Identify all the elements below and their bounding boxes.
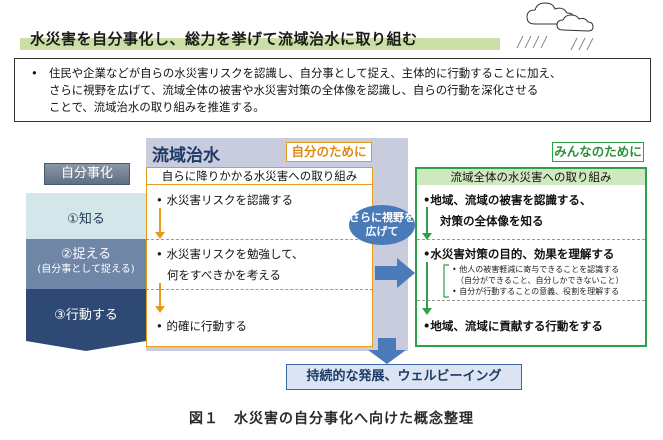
stage-shiru: ①知る — [26, 193, 146, 239]
green-arrowhead-icon — [422, 308, 432, 315]
right-item-shiru-1: •地域、流域の被害を認識する、 — [423, 193, 592, 207]
intro-line-2: さらに視野を広げて、流域全体の被害や水災害対策の全体像を認識し、自らの行動を深化… — [49, 83, 539, 97]
intro-box: • 住民や企業などが自らの水災害リスクを認識し、自分事として捉え、主体的に行動す… — [14, 58, 651, 122]
green-bracket-icon — [443, 264, 449, 298]
orange-arrowhead-icon — [155, 232, 165, 239]
left-divider-2 — [146, 289, 373, 290]
orange-arrow-line-2 — [159, 283, 161, 309]
orange-arrowhead-icon — [155, 306, 165, 313]
intro-line-1: 住民や企業などが自らの水災害リスクを認識し、自分事として捉え、主体的に行動するこ… — [49, 66, 562, 80]
left-divider-1 — [146, 239, 373, 240]
rain-cloud-icon — [516, 2, 594, 51]
green-arrow-line-1 — [426, 207, 428, 237]
left-item-toraeru-2: 何をすべきかを考える — [167, 268, 281, 282]
right-divider-2 — [417, 300, 645, 301]
minna-no-tame-badge: みんなのために — [552, 142, 644, 162]
green-arrowhead-icon — [422, 233, 432, 240]
stage-toraeru-sublabel: (自分事として捉える) — [37, 264, 135, 275]
right-subitem-3: • 自分が行動することの意義、役割を理解する — [452, 287, 620, 296]
title-highlight-band — [20, 28, 500, 50]
right-item-toraeru: •水災害対策の目的、効果を理解する — [423, 247, 615, 261]
figure-caption: 図１ 水災害の自分事化へ向けた概念整理 — [189, 411, 474, 427]
left-orange-box — [146, 167, 373, 347]
down-arrow-icon — [368, 338, 406, 364]
stage-koudou-label: ③行動する — [54, 308, 118, 323]
left-item-toraeru-1: • 水災害リスクを勉強して、 — [156, 247, 304, 261]
sarani-line-2: 広げて — [365, 225, 399, 238]
intro-line-3: ことで、流域治水の取り組みを推進する。 — [49, 100, 265, 114]
right-item-koudou: •地域、流域に貢献する行動をする — [423, 319, 603, 333]
orange-arrow-line-1 — [159, 208, 161, 236]
right-subitem-2: （自分ができること、自分しかできないこと） — [456, 276, 624, 285]
left-item-koudou: • 的確に行動する — [156, 319, 247, 333]
left-box-header: 自らに降りかかる水災害への取り組み — [147, 168, 372, 185]
ryuiki-title: 流域治水 — [152, 146, 220, 166]
right-green-box — [415, 167, 647, 347]
jibunjika-label: 自分事化 — [44, 163, 130, 185]
right-subitem-1: • 他人の被害軽減に寄与できることを認識する — [452, 265, 620, 274]
sarani-shiya-oval: さらに視野を 広げて — [349, 205, 415, 245]
stage-toraeru-label: ②捉える — [60, 247, 112, 262]
left-item-shiru: • 水災害リスクを認識する — [156, 193, 293, 207]
right-divider-1 — [417, 239, 645, 240]
stage-toraeru: ②捉える (自分事として捉える) — [26, 239, 146, 289]
stage-koudou: ③行動する — [26, 289, 146, 341]
page-title: 水災害を自分事化し、総力を挙げて流域治水に取り組む — [30, 30, 418, 48]
right-arrow-icon — [375, 258, 415, 288]
stage-chevron-down-icon — [26, 341, 146, 351]
right-item-shiru-2: 対策の全体像を知る — [440, 214, 544, 228]
right-box-header: 流域全体の水災害への取り組み — [417, 169, 645, 185]
stage-shiru-label: ①知る — [67, 212, 105, 227]
green-arrow-line-2 — [426, 262, 428, 310]
jibun-no-tame-badge: 自分のために — [286, 142, 372, 162]
result-box: 持続的な発展、ウェルビーイング — [286, 364, 522, 390]
intro-bullet: • — [31, 66, 38, 80]
sarani-line-1: さらに視野を — [349, 211, 415, 224]
